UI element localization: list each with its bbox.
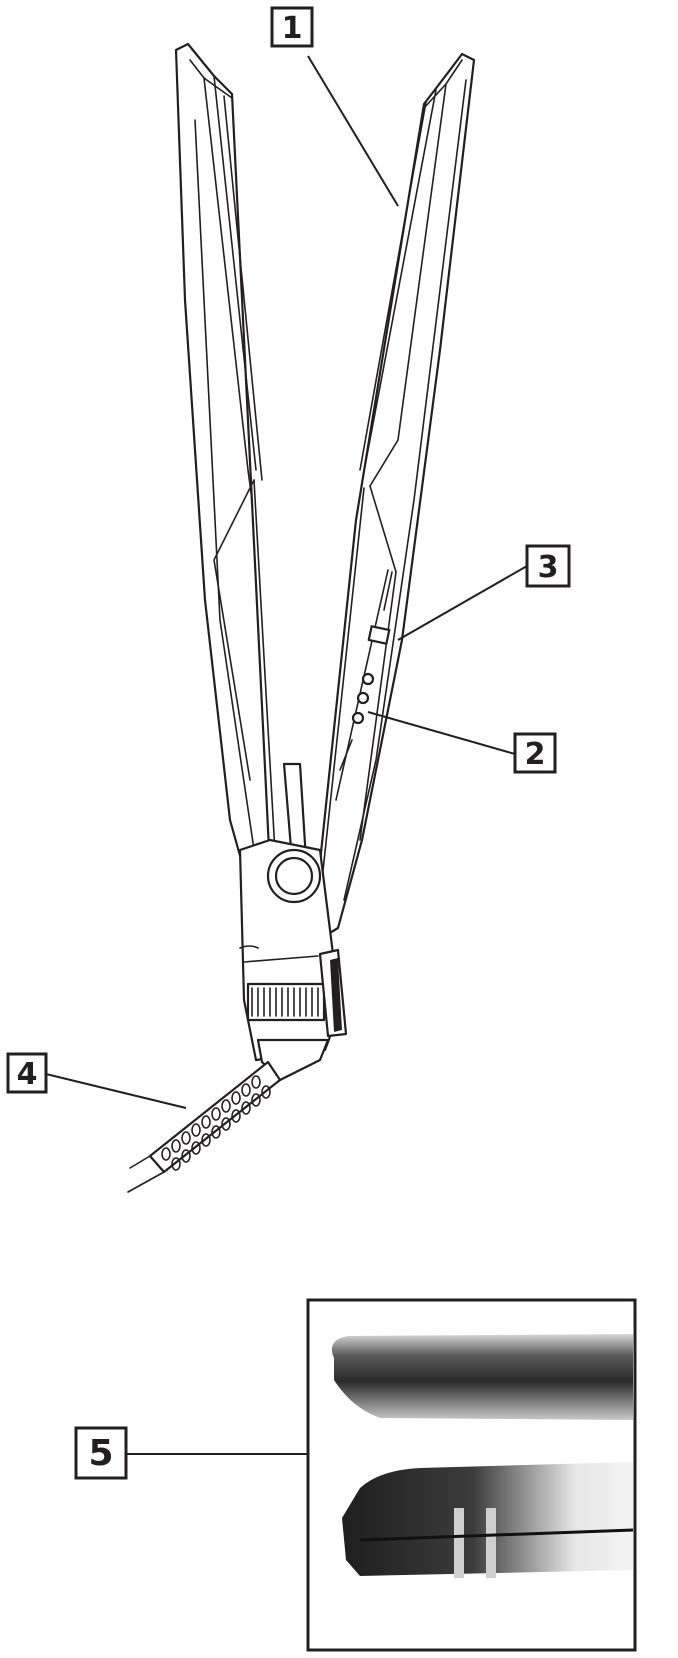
hinge-handle — [238, 762, 348, 1082]
callout-1-label: 1 — [282, 11, 303, 46]
callout-5-label: 5 — [88, 1433, 113, 1474]
callout-5: 5 — [74, 1426, 128, 1480]
callout-4-label: 4 — [17, 1057, 38, 1092]
callout-3-label: 3 — [538, 550, 559, 585]
callout-2: 2 — [513, 732, 557, 774]
left-arm — [174, 42, 292, 946]
leader-line-4 — [45, 1073, 187, 1109]
callout-4: 4 — [6, 1052, 48, 1094]
power-cord — [127, 1060, 282, 1193]
callout-3: 3 — [525, 544, 571, 588]
plate-detail-inset — [306, 1298, 637, 1652]
leader-line-1 — [307, 55, 399, 207]
leader-line-3 — [397, 565, 528, 641]
leader-line-2 — [367, 711, 516, 755]
right-arm — [304, 52, 476, 942]
callout-1: 1 — [270, 6, 314, 48]
callout-2-label: 2 — [525, 737, 546, 772]
